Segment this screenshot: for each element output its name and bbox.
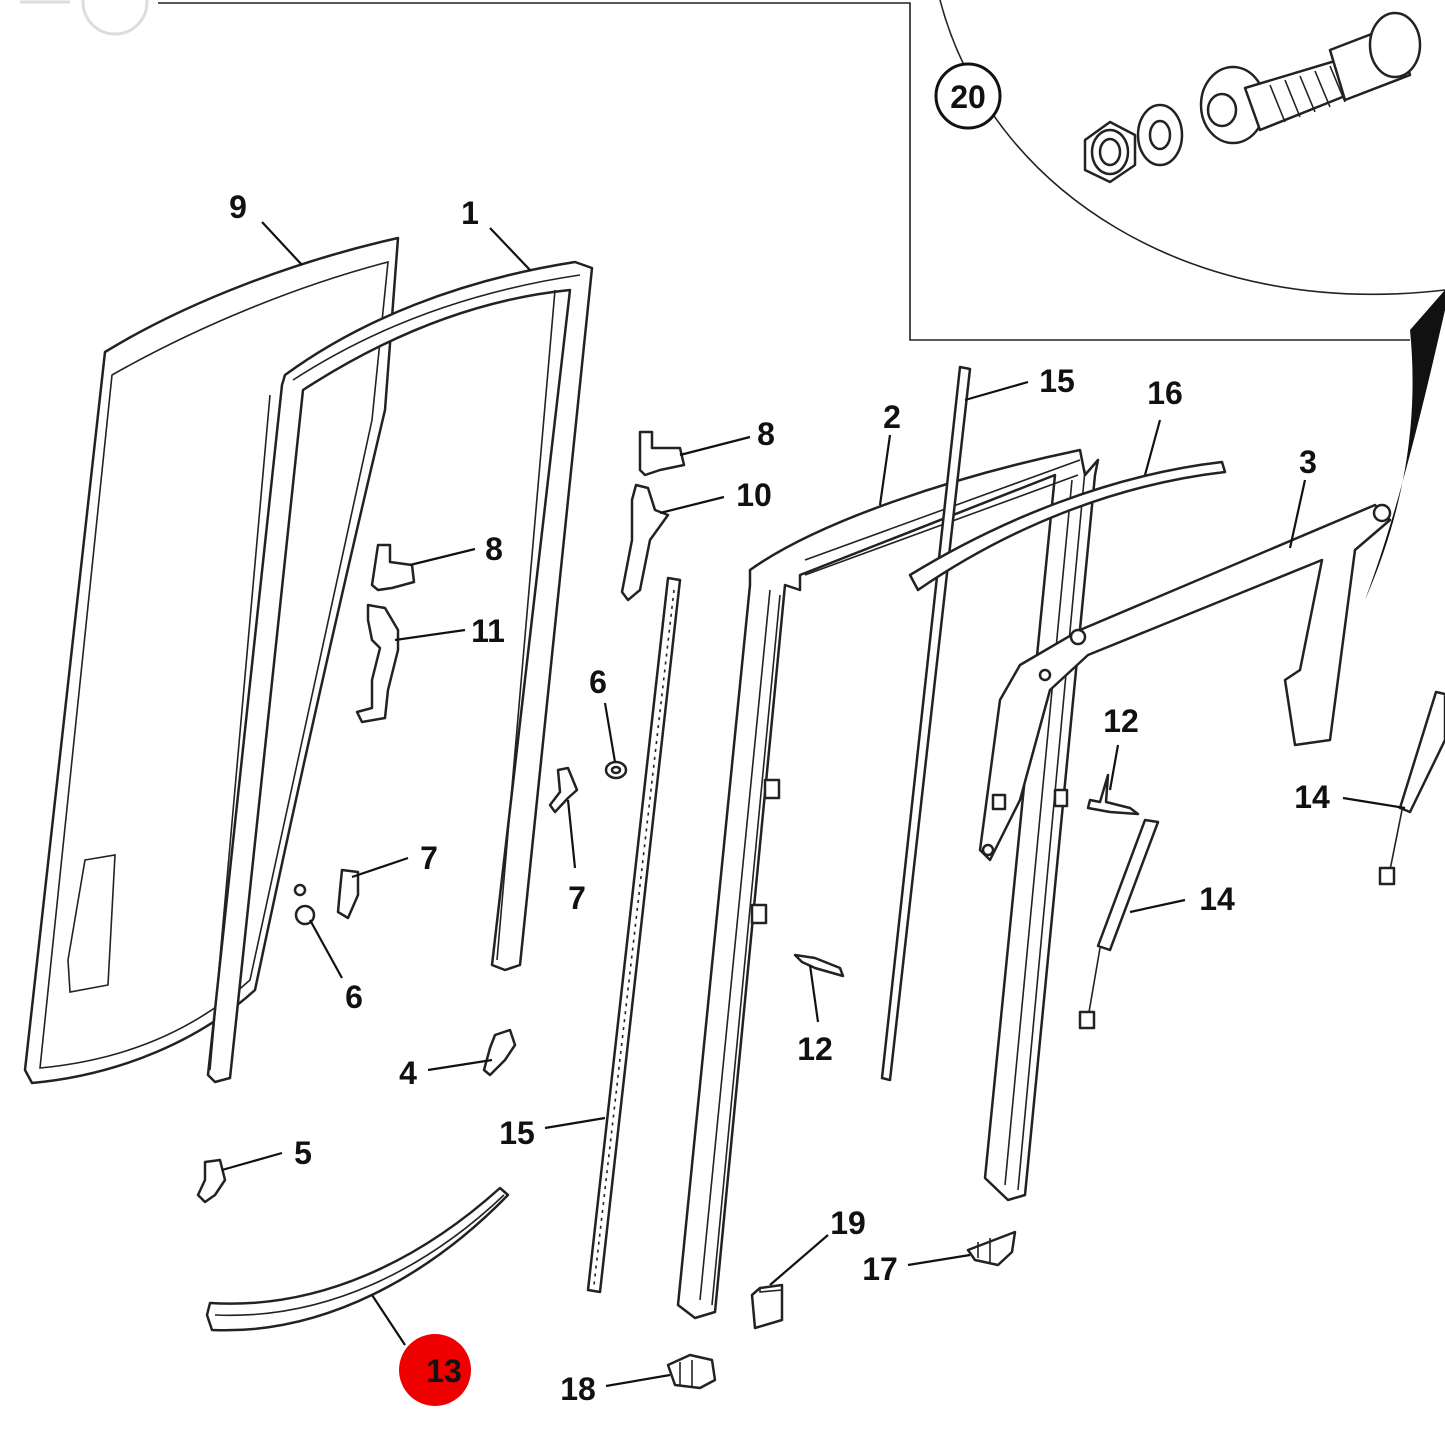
curved-rail-part-16: [908, 460, 1227, 592]
hinge-part-8-lower: [370, 543, 416, 592]
callout-20: 20: [950, 79, 986, 115]
bushing-part-6-left: [293, 883, 316, 926]
callout-6-left: 6: [345, 979, 363, 1015]
slider-frame-part-2: [676, 448, 1100, 1320]
linkage-arm-part-3: [978, 503, 1392, 862]
callout-3: 3: [1299, 444, 1317, 480]
callout-13[interactable]: 13: [426, 1353, 462, 1389]
catch-part-7-left: [336, 868, 360, 920]
pin-part-12-right: [1086, 773, 1140, 816]
bracket-part-4: [482, 1028, 517, 1077]
callout-4: 4: [399, 1055, 417, 1091]
seal-strip-part-15-left: [586, 576, 682, 1294]
door-frame-part-1: [206, 260, 594, 1084]
block-part-19: [750, 1283, 784, 1330]
bolt-part: [1199, 11, 1422, 145]
callout-8-lower: 8: [485, 531, 503, 567]
pin-part-12-center: [793, 953, 845, 978]
cropped-corner-icon: [20, 0, 149, 36]
callout-6-center: 6: [589, 664, 607, 700]
callout-11: 11: [471, 613, 505, 649]
nut-part: [1083, 120, 1137, 184]
curved-seal-part-13: [205, 1186, 510, 1332]
seal-strip-part-15-right: [880, 365, 972, 1082]
callout-15-bottom: 15: [499, 1115, 535, 1151]
inset-wedge-pointer: [1365, 290, 1445, 600]
callout-7-right: 7: [420, 840, 438, 876]
latch-part-10: [620, 483, 670, 602]
callout-14-right: 14: [1294, 779, 1330, 815]
callout-5: 5: [294, 1135, 312, 1171]
callout-8-upper: 8: [757, 416, 775, 452]
handle-part-11: [355, 603, 400, 724]
bushing-part-6-center: [604, 760, 628, 780]
callout-1: 1: [461, 195, 479, 231]
catch-part-7-center: [548, 766, 579, 814]
hinge-part-8-upper: [638, 430, 686, 477]
glass-panel-part-9: [23, 236, 400, 1085]
leader-lines: [221, 221, 1406, 1388]
callout-circle-20: [934, 62, 1002, 130]
inset-detail-panel: [158, 0, 1445, 600]
bracket-part-17: [966, 1230, 1017, 1267]
callout-12-center: 12: [797, 1031, 833, 1067]
clip-part-5: [196, 1158, 227, 1204]
bracket-part-18: [666, 1353, 717, 1390]
callout-2: 2: [883, 399, 901, 435]
callout-7-center: 7: [568, 880, 586, 916]
callout-16: 16: [1147, 375, 1183, 411]
callout-18: 18: [560, 1371, 596, 1407]
callout-19: 19: [830, 1205, 866, 1241]
callout-15-top: 15: [1039, 363, 1075, 399]
washer-part: [1136, 103, 1184, 167]
callout-10: 10: [736, 477, 772, 513]
callout-12-right: 12: [1103, 703, 1139, 739]
highlight-circle-13[interactable]: [399, 1334, 471, 1406]
callout-9: 9: [229, 189, 247, 225]
gas-strut-part-14-center: [1078, 818, 1160, 1030]
callout-labels: 9 1 20 15 16 2 3 8 10 8 11 6 12 14 7 7 1…: [229, 79, 1330, 1407]
gas-strut-part-14-right: [1378, 690, 1445, 886]
callout-17: 17: [862, 1251, 898, 1287]
callout-14-center: 14: [1199, 881, 1235, 917]
